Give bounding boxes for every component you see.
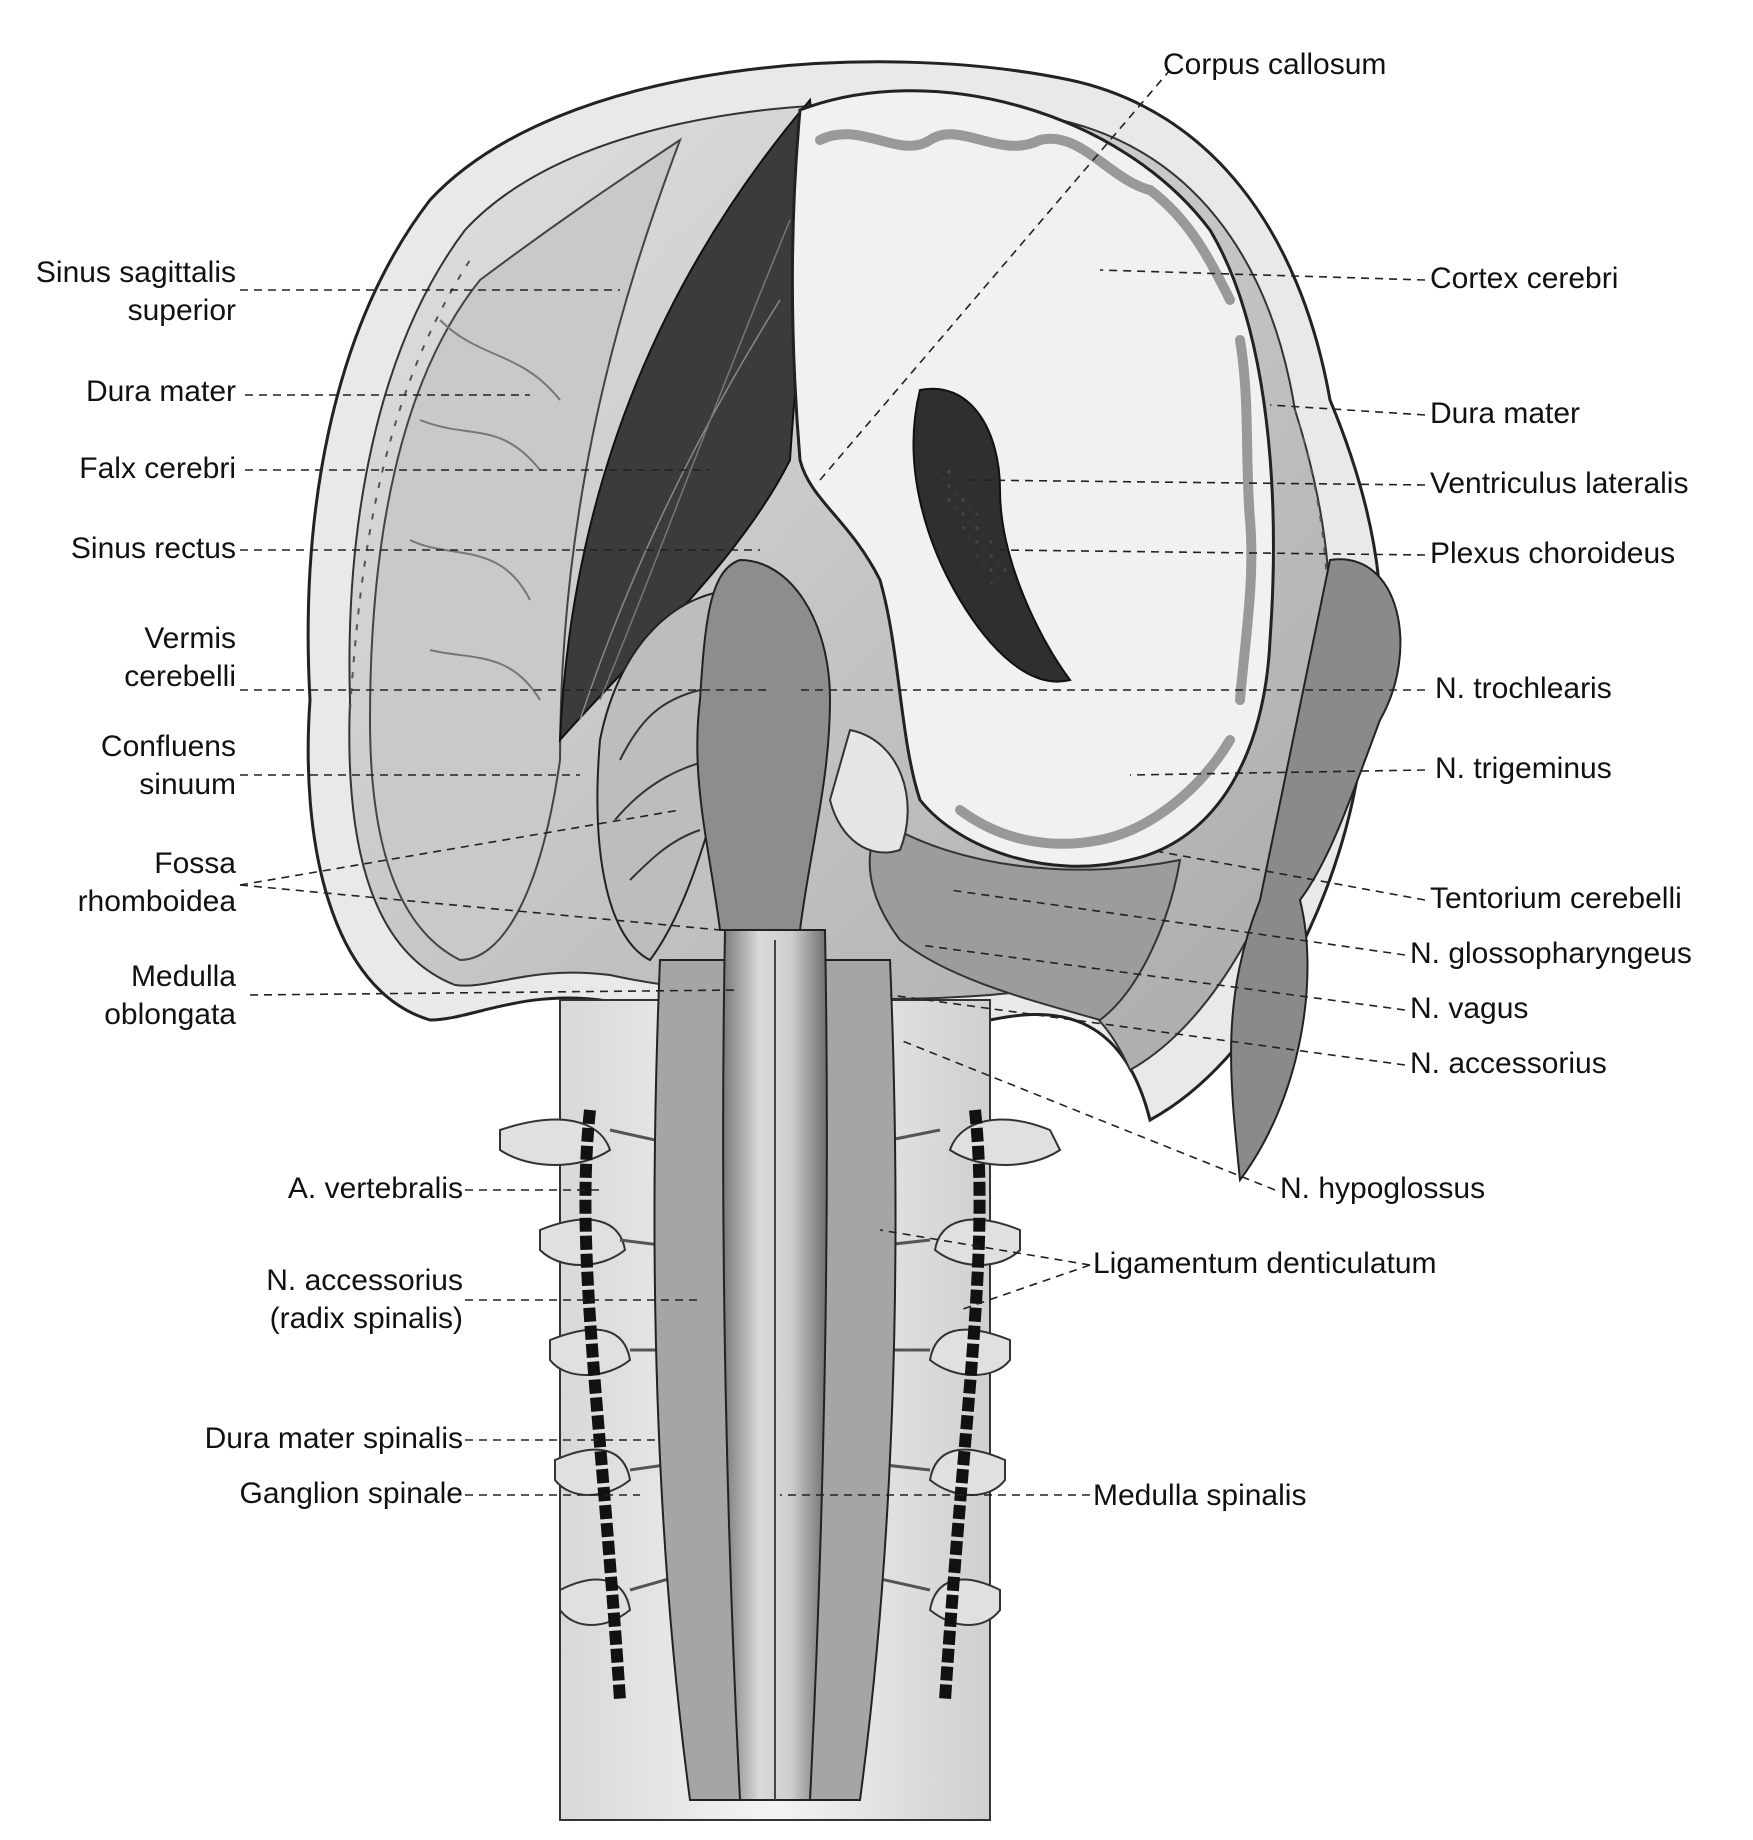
label-tentorium-cerebelli: Tentorium cerebelli <box>1430 882 1682 915</box>
label-sinus-sagittalis-superior: Sinus sagittalis superior <box>35 256 236 327</box>
label-n-glossopharyngeus: N. glossopharyngeus <box>1410 937 1692 970</box>
label-n-trigeminus: N. trigeminus <box>1435 752 1612 785</box>
spinal-dura-and-cord <box>653 929 897 1801</box>
label-sinus-rectus: Sinus rectus <box>70 532 236 565</box>
label-cortex-cerebri: Cortex cerebri <box>1430 262 1619 295</box>
label-medulla-oblongata: Medulla oblongata <box>104 960 236 1031</box>
label-n-accessorius: N. accessorius <box>1410 1047 1607 1080</box>
label-n-trochlearis: N. trochlearis <box>1435 672 1612 705</box>
label-ventriculus-lateralis: Ventriculus lateralis <box>1430 467 1689 500</box>
label-n-accessorius-radix-spinalis: N. accessorius (radix spinalis) <box>266 1264 463 1335</box>
label-falx-cerebri: Falx cerebri <box>79 452 236 485</box>
label-corpus-callosum: Corpus callosum <box>1163 48 1387 81</box>
cerebrum-section <box>791 89 1275 868</box>
label-a-vertebralis: A. vertebralis <box>287 1172 463 1205</box>
label-dura-mater-spinalis: Dura mater spinalis <box>204 1422 463 1455</box>
label-vermis-cerebelli: Vermis cerebelli <box>124 622 236 693</box>
label-n-vagus: N. vagus <box>1410 992 1529 1025</box>
label-plexus-choroideus: Plexus choroideus <box>1430 537 1676 570</box>
label-medulla-spinalis: Medulla spinalis <box>1093 1479 1307 1512</box>
label-dura-mater-right: Dura mater <box>1430 397 1581 430</box>
brainstem <box>696 558 909 931</box>
leader-lines <box>239 69 1426 1496</box>
label-n-hypoglossus: N. hypoglossus <box>1280 1172 1486 1205</box>
label-fossa-rhomboidea: Fossa rhomboidea <box>77 847 236 918</box>
tentorium <box>868 818 1182 1022</box>
label-ligamentum-denticulatum: Ligamentum denticulatum <box>1093 1247 1437 1280</box>
label-dura-mater-left: Dura mater <box>85 375 236 408</box>
label-ganglion-spinale: Ganglion spinale <box>239 1477 464 1510</box>
label-confluens-sinuum: Confluens sinuum <box>100 730 236 801</box>
